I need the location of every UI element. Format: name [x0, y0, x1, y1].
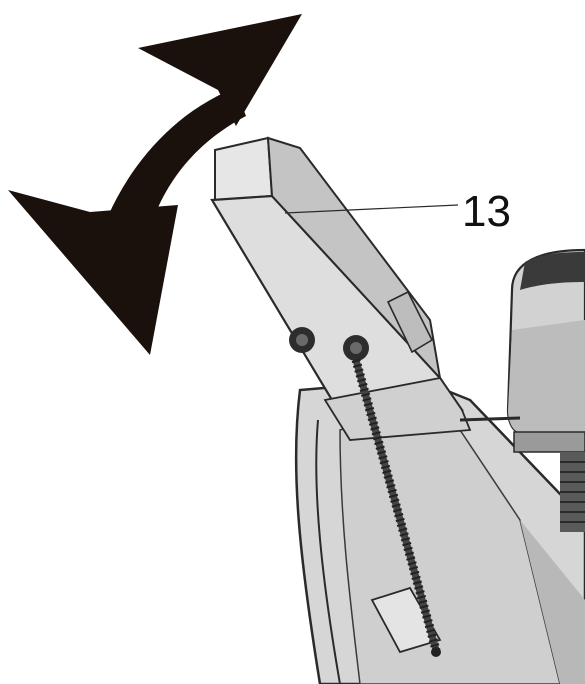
control-box [459, 248, 585, 532]
pivot-bolt-right [343, 335, 369, 361]
deflector-part-13 [210, 136, 472, 441]
control-box-mount [513, 431, 585, 453]
callout-number: 13 [462, 187, 511, 236]
deflector-tab [386, 290, 434, 354]
control-box-rod [459, 416, 521, 422]
double-curved-arrow-icon [8, 14, 302, 355]
chute-housing [294, 378, 585, 684]
tension-spring [351, 358, 441, 657]
callout-13: 13 [284, 187, 511, 236]
arrow-head-upper [138, 14, 302, 126]
control-box-top [520, 252, 585, 290]
pivot-bolt-left [289, 327, 315, 353]
housing-rim [315, 419, 341, 684]
lower-bracket [370, 586, 442, 654]
callout-leader-line [284, 204, 459, 214]
housing-shade [440, 400, 585, 684]
control-box-shade [508, 320, 585, 432]
arrow-head-lower [8, 190, 178, 355]
deflector-top-lip [214, 136, 274, 202]
